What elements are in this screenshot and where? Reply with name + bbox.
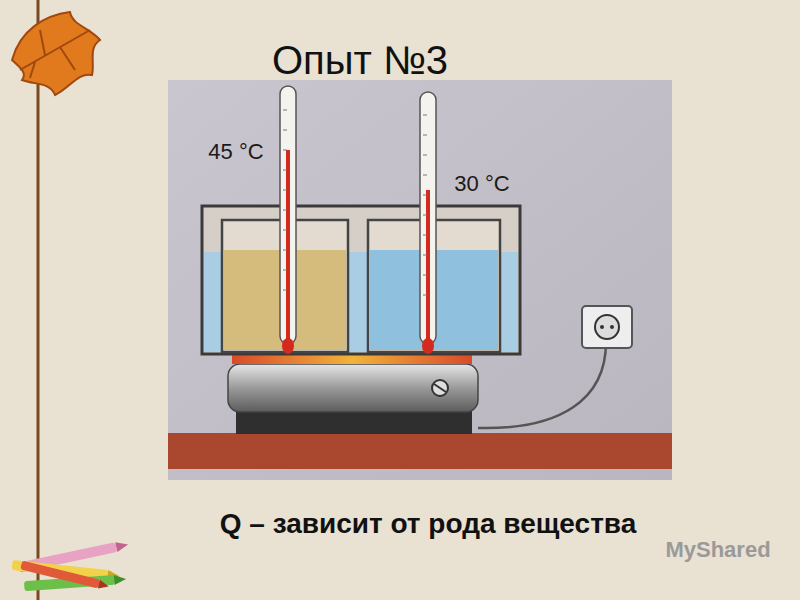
watermark: MyShared — [665, 537, 770, 562]
autumn-leaf — [12, 12, 100, 95]
thermometer-right — [420, 92, 436, 354]
temperature-label: 30 °C — [454, 171, 509, 196]
border-line — [37, 0, 40, 600]
slide-caption: Q – зависит от рода вещества — [220, 508, 637, 540]
photo-panel — [168, 80, 672, 480]
slide-title: Опыт №3 — [272, 37, 448, 83]
hot-plate — [228, 352, 478, 434]
crayons — [12, 540, 129, 591]
wall-socket — [582, 306, 632, 348]
water-bath — [202, 206, 520, 354]
temperature-label: 45 °C — [208, 139, 263, 164]
table-top — [168, 433, 672, 469]
thermometer-left — [280, 86, 296, 354]
